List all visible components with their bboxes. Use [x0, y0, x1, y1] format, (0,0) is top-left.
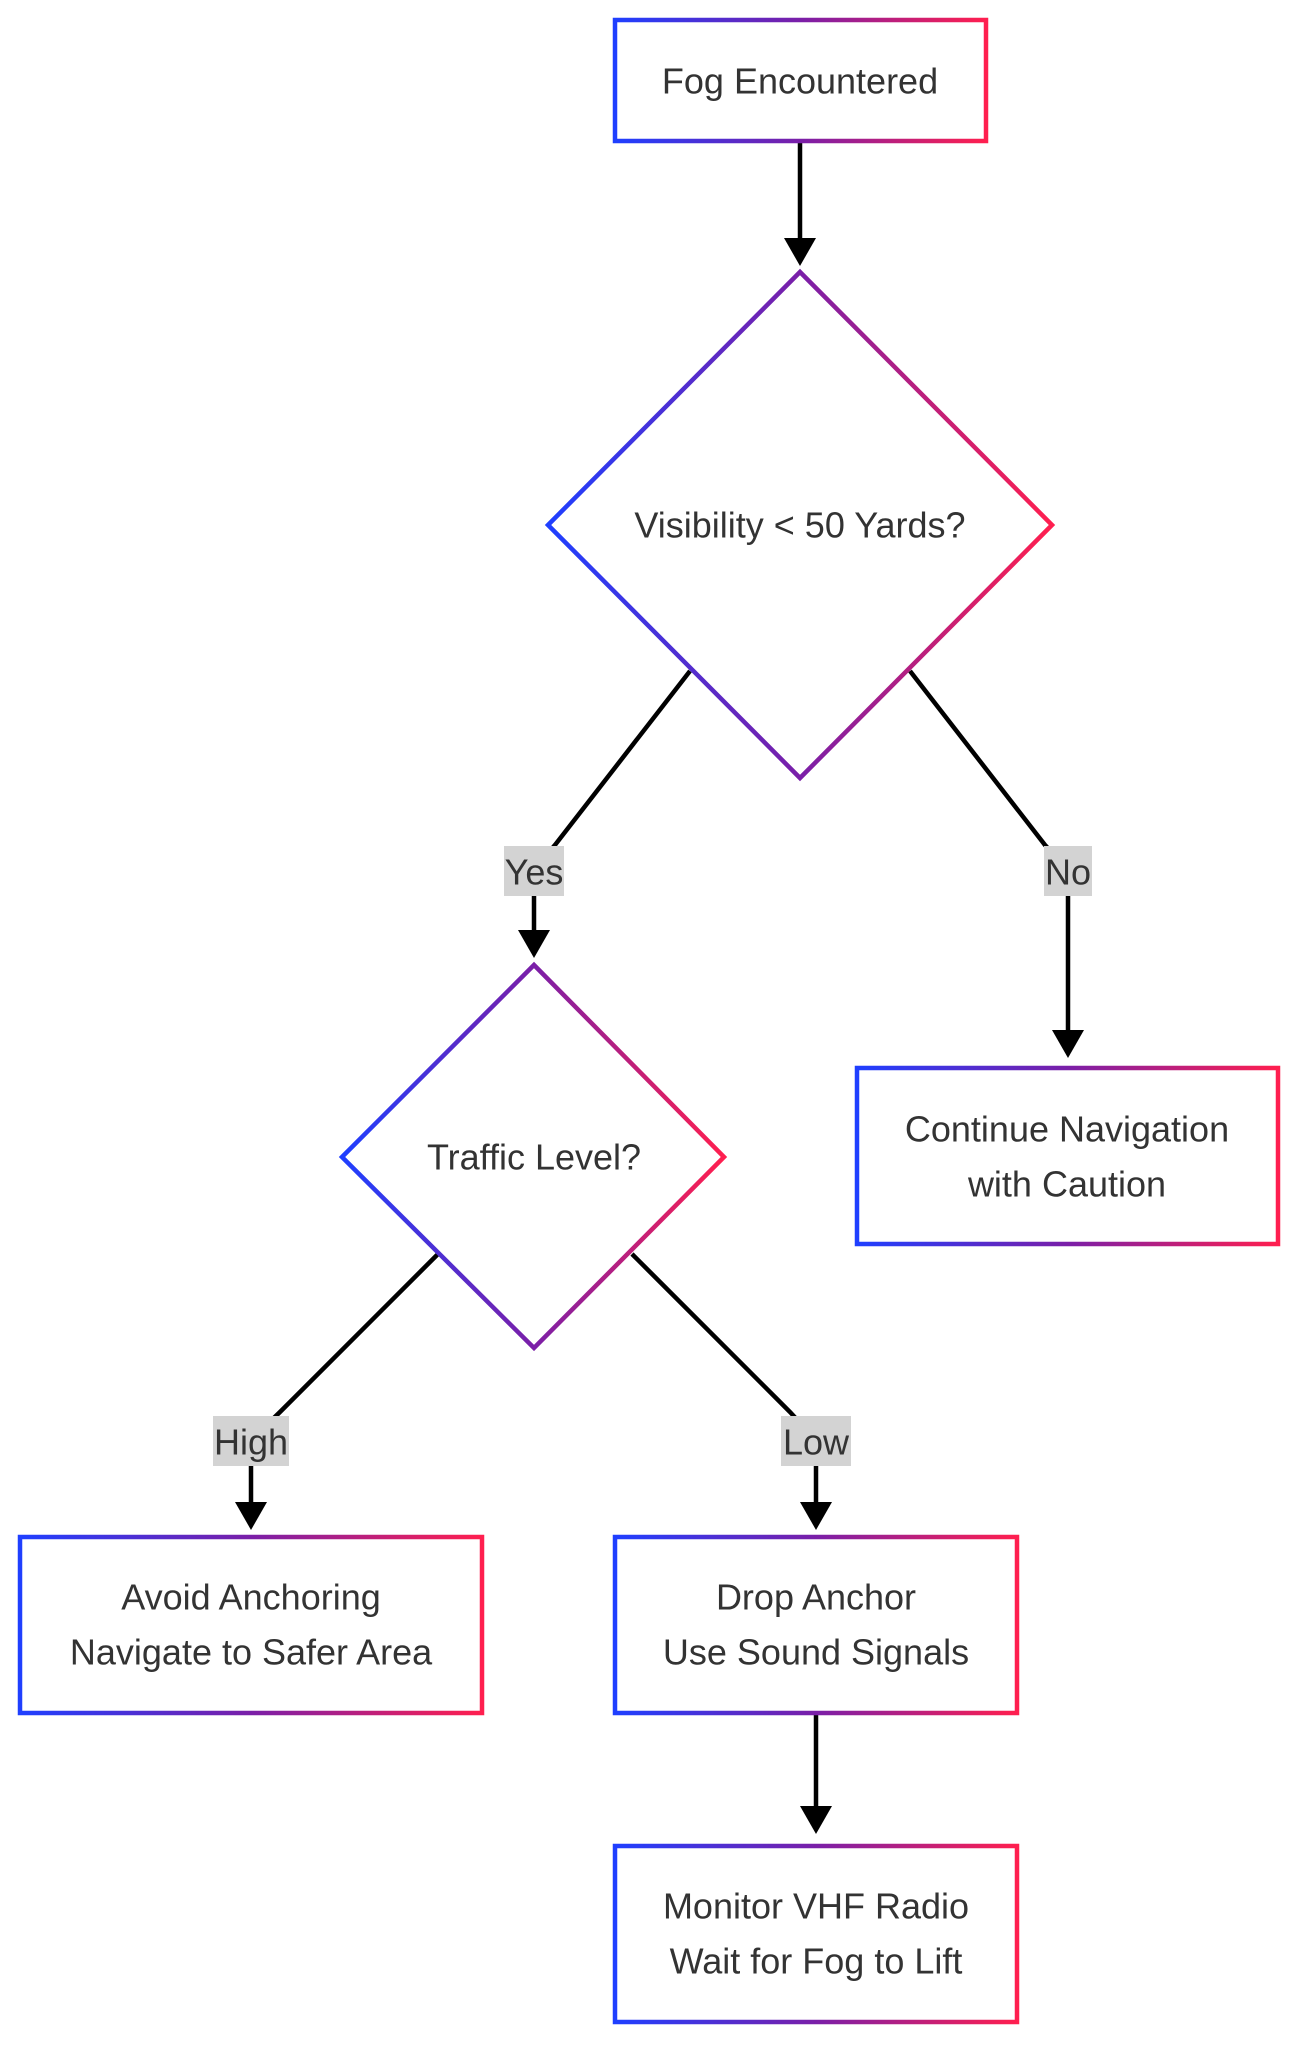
edge-visibility-to-continue-arrow: [1052, 1030, 1084, 1058]
node-continue-navigation-line-2: with Caution: [967, 1164, 1166, 1205]
node-visibility-check-line-1: Visibility < 50 Yards?: [634, 505, 965, 546]
node-drop-anchor-line-2: Use Sound Signals: [663, 1632, 969, 1673]
edge-traffic-to-avoid-arrow: [235, 1502, 267, 1530]
edge-traffic-to-drop: [630, 1252, 819, 1506]
node-monitor-vhf: Monitor VHF Radio Wait for Fog to Lift: [612, 1843, 1020, 2025]
nodes: Fog Encountered Visibility < 50 Yards? T…: [17, 17, 1281, 2025]
edge-label-low-text: Low: [783, 1422, 850, 1463]
node-monitor-vhf-line-2: Wait for Fog to Lift: [670, 1941, 963, 1982]
edge-label-no: No: [1044, 846, 1092, 896]
edge-fog-to-visibility-arrow: [784, 238, 816, 266]
edge-traffic-to-drop-arrow: [800, 1502, 832, 1530]
node-drop-anchor-line-1: Drop Anchor: [716, 1577, 916, 1618]
edge-label-no-text: No: [1045, 852, 1091, 893]
edge-label-yes-text: Yes: [505, 852, 564, 893]
node-monitor-vhf-line-1: Monitor VHF Radio: [663, 1886, 969, 1927]
node-fog-encountered-line-1: Fog Encountered: [662, 61, 938, 102]
edge-label-yes: Yes: [504, 846, 564, 896]
node-avoid-anchoring-line-1: Avoid Anchoring: [121, 1577, 381, 1618]
edge-traffic-to-avoid: [248, 1252, 440, 1506]
edge-label-low: Low: [781, 1416, 851, 1466]
edge-labels: Yes No High Low: [213, 846, 1092, 1466]
node-traffic-level: Traffic Level?: [338, 961, 728, 1352]
node-visibility-check: Visibility < 50 Yards?: [544, 268, 1056, 782]
node-continue-navigation-line-1: Continue Navigation: [905, 1109, 1229, 1150]
node-avoid-anchoring-line-2: Navigate to Safer Area: [70, 1632, 433, 1673]
node-avoid-anchoring: Avoid Anchoring Navigate to Safer Area: [17, 1534, 485, 1716]
edge-label-high: High: [213, 1416, 289, 1466]
edge-visibility-to-traffic-arrow: [518, 930, 550, 958]
node-fog-encountered: Fog Encountered: [612, 17, 989, 144]
node-drop-anchor: Drop Anchor Use Sound Signals: [612, 1534, 1020, 1716]
node-traffic-level-line-1: Traffic Level?: [427, 1137, 641, 1178]
edge-label-high-text: High: [214, 1422, 288, 1463]
edge-drop-to-monitor-arrow: [800, 1806, 832, 1834]
node-continue-navigation: Continue Navigation with Caution: [854, 1065, 1281, 1247]
